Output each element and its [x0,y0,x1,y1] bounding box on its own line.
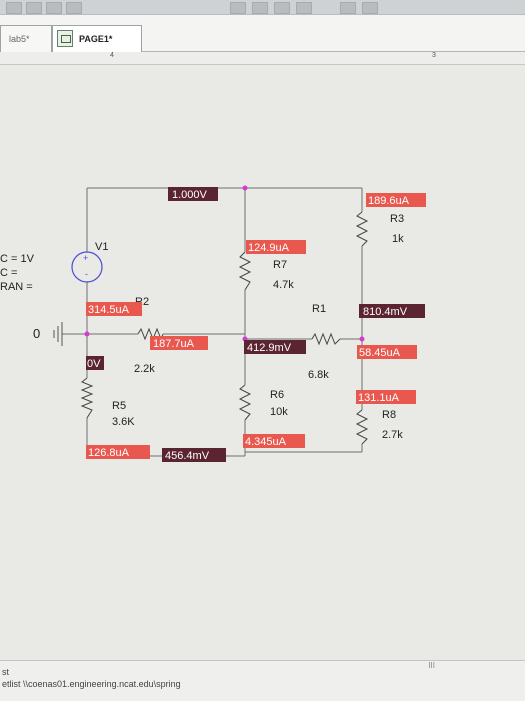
source-minus: - [85,269,88,279]
current-marker-r8[interactable]: 131.1uA [356,390,416,404]
toolbar-button[interactable] [46,2,62,14]
voltage-marker-label: 0V [87,358,101,370]
resistor-r5-value: 3.6K [112,416,135,428]
resistor-r6-value: 10k [270,406,288,418]
resistor-r3-name: R3 [390,213,404,225]
toolbar-button[interactable] [26,2,42,14]
tab-lab5[interactable]: lab5* [0,25,52,52]
current-marker-label: 187.7uA [153,338,195,350]
node-dot [242,185,248,191]
node-dot [359,336,365,342]
schematic-canvas[interactable]: 0 + - V1 C = 1V C = RAN = R2 2.2k R5 3.6… [0,65,525,660]
voltage-marker-456mv[interactable]: 456.4mV [162,448,226,462]
current-marker-r3[interactable]: 189.6uA [366,193,426,207]
resistor-r5-name: R5 [112,400,126,412]
toolbar-button[interactable] [230,2,246,14]
voltage-source-v1[interactable]: + - [71,251,103,283]
current-marker-v1[interactable]: 314.5uA [86,302,142,316]
current-marker-label: 126.8uA [88,447,130,459]
toolbar [0,0,525,15]
resistor-r2-value: 2.2k [134,363,155,375]
current-marker-r6[interactable]: 4.345uA [243,434,305,448]
voltage-marker-412mv[interactable]: 412.9mV [244,340,306,354]
schematic-page-icon [57,30,73,47]
current-marker-label: 58.45uA [359,347,401,359]
ruler-mark: 4 [110,52,114,59]
toolbar-button[interactable] [340,2,356,14]
current-marker-r7[interactable]: 124.9uA [246,240,306,254]
voltage-marker-label: 412.9mV [247,342,292,354]
resistor-r3-symbol[interactable] [355,211,369,247]
toolbar-button[interactable] [252,2,268,14]
tab-label: PAGE1* [79,34,113,44]
resistor-r1-value: 6.8k [308,369,329,381]
source-plus: + [83,253,88,263]
source-name: V1 [95,241,108,253]
tab-label: lab5* [9,34,30,44]
resistor-r3-value: 1k [392,233,404,245]
resistor-r1-name: R1 [312,303,326,315]
voltage-marker-810mv[interactable]: 810.4mV [359,304,425,318]
schematic-drawing: 0 + - V1 C = 1V C = RAN = R2 2.2k R5 3.6… [0,185,426,462]
resistor-r7-symbol[interactable] [238,251,252,291]
tab-bar: lab5* PAGE1* [0,15,525,52]
ruler-mark: 3 [432,52,436,59]
current-marker-label: 124.9uA [248,242,290,254]
current-marker-label: 314.5uA [88,304,130,316]
tab-page1[interactable]: PAGE1* [52,25,142,52]
resistor-r1-symbol[interactable] [311,332,341,346]
status-line: st [2,667,10,677]
current-marker-r5[interactable]: 126.8uA [86,445,150,459]
source-param: C = 1V [0,253,35,265]
voltage-marker-0v[interactable]: 0V [86,356,104,370]
resistor-r6-symbol[interactable] [238,384,252,421]
status-path: etlist \\coenas01.engineering.ncat.edu\s… [2,679,181,689]
voltage-marker-label: 456.4mV [165,450,210,462]
voltage-marker-label: 810.4mV [363,306,408,318]
resistor-r7-value: 4.7k [273,279,294,291]
resistor-r7-name: R7 [273,259,287,271]
toolbar-button[interactable] [296,2,312,14]
current-marker-r1[interactable]: 58.45uA [357,345,417,359]
resistor-r6-name: R6 [270,389,284,401]
current-marker-label: 131.1uA [358,392,400,404]
toolbar-button[interactable] [6,2,22,14]
voltage-marker-label: 1.000V [172,189,208,201]
toolbar-button[interactable] [66,2,82,14]
source-param: C = [0,267,17,279]
current-marker-label: 189.6uA [368,195,410,207]
status-bar: III st etlist \\coenas01.engineering.nca… [0,660,525,701]
resistor-r8-value: 2.7k [382,429,403,441]
scrollbar-grip[interactable]: III [428,661,435,670]
toolbar-button[interactable] [274,2,290,14]
voltage-marker-1v[interactable]: 1.000V [168,187,218,201]
wires [62,187,363,457]
toolbar-button[interactable] [362,2,378,14]
ground-label: 0 [33,326,40,341]
current-marker-r2[interactable]: 187.7uA [150,336,208,350]
resistor-r5-symbol[interactable] [80,377,94,419]
resistor-r8-name: R8 [382,409,396,421]
ruler: 4 3 [0,52,525,65]
resistor-r8-symbol[interactable] [355,409,369,445]
nodes [84,185,365,342]
source-param: RAN = [0,281,33,293]
node-dot [84,331,90,337]
current-marker-label: 4.345uA [245,436,287,448]
ground-symbol [53,322,63,346]
